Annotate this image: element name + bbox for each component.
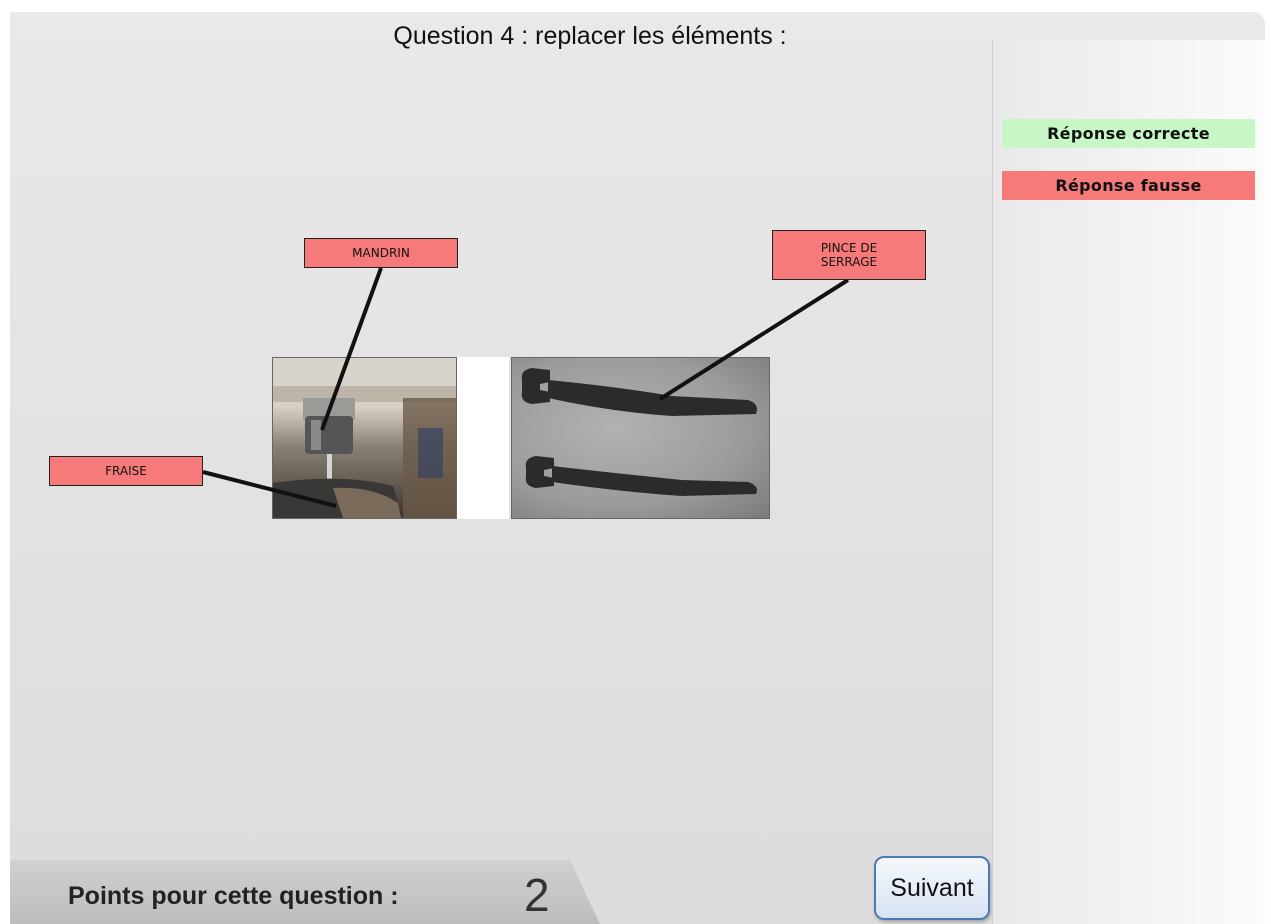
question-area: Question 4 : replacer les éléments :: [10, 12, 992, 924]
label-pince-text: PINCE DE SERRAGE: [821, 241, 877, 269]
label-pince-line1: PINCE DE: [820, 241, 878, 255]
next-button[interactable]: Suivant: [874, 856, 990, 920]
milling-machine-photo: [272, 357, 457, 519]
photo-separator: [457, 357, 509, 519]
score-label: Points pour cette question :: [68, 882, 399, 910]
wrench-icon: [521, 368, 757, 496]
draggable-label-fraise[interactable]: FRAISE: [49, 456, 203, 486]
label-pince-line2: SERRAGE: [820, 255, 878, 269]
draggable-label-mandrin[interactable]: MANDRIN: [304, 238, 458, 268]
milling-machine-icon: [273, 358, 456, 518]
wrenches-photo: [511, 357, 770, 519]
score-panel: Points pour cette question : 2: [10, 860, 600, 924]
next-button-label: Suivant: [890, 873, 974, 902]
question-title: Question 4 : replacer les éléments :: [393, 22, 787, 50]
quiz-stage: Question 4 : replacer les éléments :: [10, 12, 1265, 924]
label-mandrin-text: MANDRIN: [352, 246, 410, 260]
legend-wrong-answer: Réponse fausse: [1002, 171, 1255, 200]
score-value: 2: [524, 869, 550, 921]
draggable-label-pince-de-serrage[interactable]: PINCE DE SERRAGE: [772, 230, 926, 280]
label-fraise-text: FRAISE: [105, 464, 147, 478]
legend-panel: Réponse correcte Réponse fausse: [992, 40, 1265, 924]
legend-correct-answer: Réponse correcte: [1002, 119, 1255, 148]
